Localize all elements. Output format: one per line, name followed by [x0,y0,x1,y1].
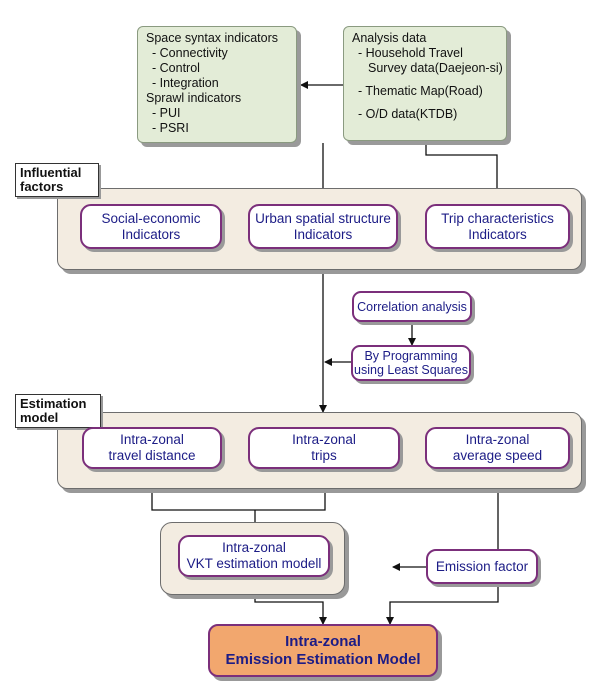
node-line: Intra-zonal [222,540,286,555]
estimation-label-line: model [20,410,59,425]
node-line: By Programming [364,349,458,363]
node-line: Urban spatial structure [255,210,391,226]
space-syntax-box: Space syntax indicators - Connectivity -… [137,26,297,143]
final-line: Emission Estimation Model [225,650,421,668]
node-line: VKT estimation modell [186,556,322,571]
node-line: Correlation analysis [357,299,467,314]
node-line: Intra-zonal [465,432,530,447]
space-item: - Control [152,61,200,75]
analysis-title: Analysis data [352,31,427,45]
vkt-estimation-node: Intra-zonal VKT estimation modell [178,535,330,577]
influential-factors-label: Influential factors [15,163,99,197]
analysis-line: Survey data(Daejeon-si) [368,61,503,75]
sprawl-item: - PUI [152,106,181,120]
node-line: average speed [452,448,543,463]
node-line: travel distance [108,448,196,463]
space-item: - Integration [152,76,219,90]
analysis-line: - O/D data(KTDB) [358,107,458,121]
sprawl-title: Sprawl indicators [146,91,242,105]
arrow-speed-to-final [386,469,499,625]
urban-spatial-node: Urban spatial structure Indicators [248,204,398,249]
node-line: Indicators [468,226,527,242]
node-line: trips [311,448,337,463]
node-line: Indicators [293,226,353,242]
trip-characteristics-node: Trip characteristics Indicators [425,204,570,249]
node-line: Intra-zonal [120,432,184,447]
travel-distance-node: Intra-zonal travel distance [82,427,222,469]
analysis-line: - Household Travel [358,46,463,60]
social-economic-node: Social-economic Indicators [80,204,222,249]
node-line: Trip characteristics [441,210,554,226]
influential-label-line: factors [20,179,64,194]
node-line: Intra-zonal [292,432,356,447]
average-speed-node: Intra-zonal average speed [425,427,570,469]
sprawl-item: - PSRI [152,121,189,135]
space-item: - Connectivity [152,46,228,60]
estimation-label-line: Estimation [20,396,87,411]
emission-estimation-model-node: Intra-zonal Emission Estimation Model [208,624,438,677]
trips-node: Intra-zonal trips [248,427,400,469]
least-squares-node: By Programming using Least Squares [351,345,471,381]
emission-factor-node: Emission factor [426,549,538,584]
estimation-model-label: Estimation model [15,394,101,428]
final-line: Intra-zonal [285,632,361,650]
node-line: Social-economic [101,210,201,226]
space-syntax-title: Space syntax indicators [146,31,279,45]
influential-label-line: Influential [20,165,82,180]
analysis-data-box: Analysis data - Household Travel Survey … [343,26,507,141]
analysis-line: - Thematic Map(Road) [358,84,483,98]
node-line: using Least Squares [354,363,468,377]
node-line: Emission factor [435,558,529,574]
node-line: Indicators [121,226,181,242]
correlation-analysis-node: Correlation analysis [352,291,472,322]
